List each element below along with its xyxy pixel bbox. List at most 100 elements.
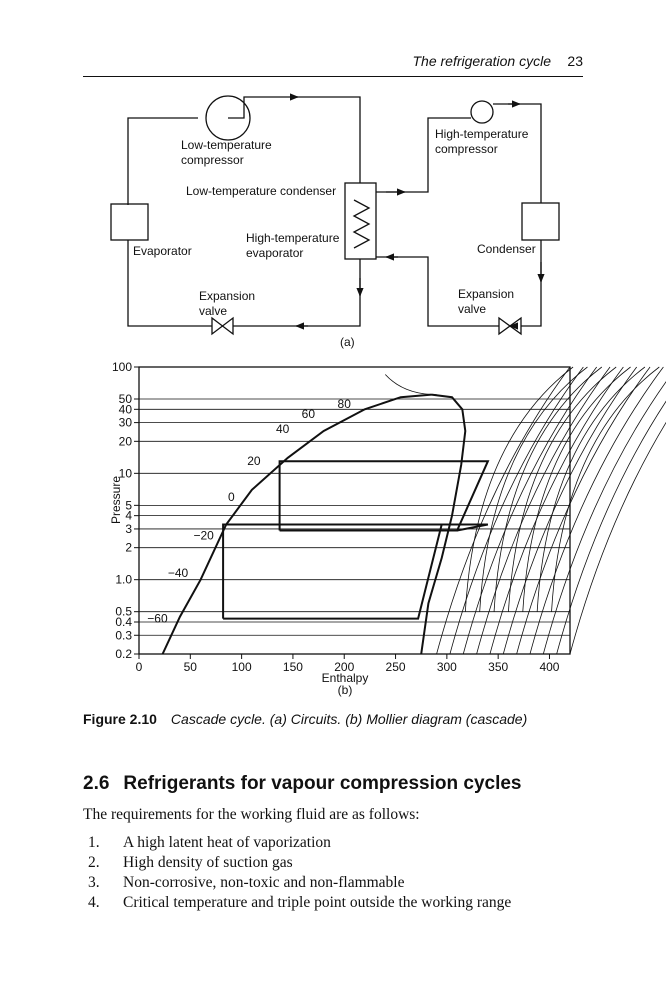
- high-temperature-cycle: [278, 460, 490, 532]
- pipe-highcomp-to-condenser: [493, 103, 542, 203]
- pipe-lowcomp-to-condenser: [228, 96, 361, 183]
- y-tick-label: 30: [119, 416, 133, 430]
- high-evap-label-1: High-temperature: [246, 231, 340, 245]
- isentrope-line: [529, 366, 664, 655]
- high-comp-label-1: High-temperature: [435, 127, 529, 141]
- section-title: Refrigerants for vapour compression cycl…: [123, 773, 522, 794]
- low-comp-label-1: Low-temperature: [181, 138, 272, 152]
- exp-valve-2-label-a: Expansion: [458, 287, 514, 301]
- heat-exchanger-coil-icon: [352, 199, 371, 249]
- x-axis-label: Enthalpy: [322, 671, 369, 685]
- circuit-diagram: [110, 93, 560, 336]
- y-tick-label: 3: [125, 522, 132, 536]
- x-tick-label: 100: [232, 660, 252, 674]
- isotherm-label: −20: [193, 529, 214, 543]
- list-item-text: High density of suction gas: [123, 854, 293, 871]
- low-cycle-discharge: [441, 523, 489, 532]
- y-tick-label: 50: [119, 392, 133, 406]
- y-tick-label: 1.0: [115, 573, 132, 587]
- x-tick-label: 0: [136, 660, 143, 674]
- pipe-expvalve1-to-evap: [127, 240, 212, 327]
- expansion-valve-1-icon: [211, 316, 234, 336]
- y-tick-label: 0.2: [115, 647, 132, 661]
- x-tick-label: 200: [334, 660, 354, 674]
- list-item-number: 1.: [88, 834, 100, 851]
- x-tick-label: 350: [488, 660, 508, 674]
- section-heading: 2.6 Refrigerants for vapour compression c…: [83, 773, 522, 795]
- isotherm-curve: [551, 366, 660, 612]
- heat-exchanger-box: [344, 182, 377, 260]
- page-number: 23: [567, 53, 583, 69]
- isentrope-line: [542, 381, 666, 655]
- isotherm-curve: [479, 366, 588, 612]
- intro-paragraph: The requirements for the working fluid a…: [83, 806, 420, 823]
- list-item-number: 4.: [88, 894, 100, 911]
- y-tick-label: 4: [125, 509, 132, 523]
- low-temperature-cycle: [222, 523, 443, 620]
- isentrope-line: [556, 400, 666, 655]
- isotherm-label: −40: [168, 566, 189, 580]
- evaporator-box: [110, 203, 149, 241]
- isotherm-label: −60: [147, 612, 168, 626]
- isotherm-curve: [508, 366, 617, 612]
- list-item: 4. Critical temperature and triple point …: [88, 893, 511, 913]
- y-tick-label: 40: [119, 402, 133, 416]
- isotherm-label: 40: [276, 422, 290, 436]
- x-tick-label: 300: [437, 660, 457, 674]
- list-item: 1. A high latent heat of vaporization: [88, 833, 511, 853]
- isotherm-curve: [536, 366, 646, 612]
- saturated-vapour-line: [420, 393, 467, 655]
- x-tick-label: 250: [386, 660, 406, 674]
- isotherm-curve: [522, 366, 631, 612]
- isotherm-label: 80: [338, 397, 352, 411]
- critical-isotherm: [384, 374, 437, 396]
- figure-2-10: Low-temperature compressor High-temperat…: [109, 93, 666, 697]
- exp-valve-2-label-b: valve: [458, 302, 486, 316]
- list-item: 3. Non-corrosive, non-toxic and non-flamm…: [88, 873, 511, 893]
- isentrope-line: [489, 366, 624, 655]
- list-item-text: Non-corrosive, non-toxic and non-flammab…: [123, 874, 405, 891]
- pipe-expvalve2-to-hx: [376, 256, 499, 327]
- cycle-outlines: [222, 460, 490, 620]
- y-tick-label: 2: [125, 541, 132, 555]
- isentrope-line: [436, 366, 571, 655]
- part-a-label: (a): [340, 335, 355, 349]
- saturation-dome: [161, 393, 467, 655]
- caption-text: Cascade cycle. (a) Circuits. (b) Mollier…: [170, 711, 528, 727]
- isentrope-line: [462, 366, 598, 655]
- running-title: The refrigeration cycle: [412, 53, 551, 69]
- isotherm-curve: [493, 366, 603, 612]
- isentrope-line: [449, 366, 584, 655]
- expansion-valve-2-icon: [498, 316, 522, 336]
- list-item-number: 2.: [88, 854, 100, 871]
- x-tick-label: 150: [283, 660, 303, 674]
- y-tick-label: 0.3: [115, 628, 132, 642]
- evaporator-label: Evaporator: [133, 244, 192, 258]
- running-header: The refrigeration cycle 23: [83, 50, 583, 77]
- x-tick-label: 400: [539, 660, 559, 674]
- high-temp-compressor-icon: [470, 100, 494, 124]
- isentrope-line: [502, 366, 638, 655]
- list-item: 2. High density of suction gas: [88, 853, 511, 873]
- isentrope-line: [516, 366, 651, 655]
- saturated-liquid-line: [161, 393, 432, 655]
- exp-valve-1-label-a: Expansion: [199, 289, 255, 303]
- list-item-number: 3.: [88, 874, 100, 891]
- isotherm-label: 20: [247, 454, 261, 468]
- y-tick-label: 0.5: [115, 605, 132, 619]
- list-item-text: A high latent heat of vaporization: [123, 834, 331, 851]
- y-tick-label: 0.4: [115, 615, 132, 629]
- isentrope-lines: [384, 366, 666, 655]
- list-item-text: Critical temperature and triple point ou…: [123, 894, 512, 911]
- section-number: 2.6: [83, 773, 110, 794]
- isentrope-line: [569, 421, 666, 655]
- low-condenser-label: Low-temperature condenser: [186, 184, 336, 198]
- low-temp-compressor-icon: [205, 95, 251, 141]
- y-tick-label: 5: [125, 498, 132, 512]
- condenser-label: Condenser: [477, 242, 536, 256]
- condenser-box: [521, 202, 560, 241]
